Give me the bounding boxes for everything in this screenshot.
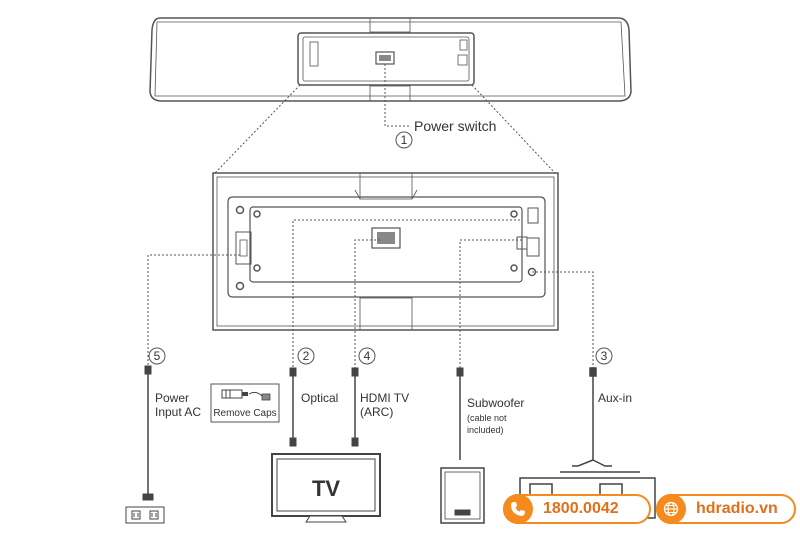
step-1-number: 1 [401,133,408,147]
aux-cable [572,367,612,467]
phone-number: 1800.0042 [543,500,619,517]
globe-icon [656,494,686,524]
step-4-number: 4 [364,349,371,363]
step-4-circle [358,347,376,365]
tv-text: TV [312,476,340,501]
tv-illustration [271,453,381,523]
step-5-circle [148,347,166,365]
optical-cable [289,367,297,447]
subwoofer-label: Subwoofer [467,396,524,410]
power-switch-label: Power switch [414,118,496,134]
soundbar-panel-zoomed [212,172,559,331]
step-3-circle [595,347,613,365]
soundbar-top [149,17,632,102]
phone-badge[interactable]: 1800.0042 [503,494,651,524]
step-2-circle [297,347,315,365]
subwoofer-note-line1: (cable not [467,413,507,423]
optical-label: Optical [301,391,338,405]
subwoofer-note-line2: included) [467,425,504,435]
aux-in-label: Aux-in [598,391,632,405]
subwoofer-cable [456,367,464,460]
step-1-circle [395,131,413,149]
phone-icon [503,494,533,524]
hdmi-cable [351,367,359,447]
hdmi-label-line2: (ARC) [360,405,393,419]
website-url: hdradio.vn [696,500,778,517]
remove-caps-label: Remove Caps [213,408,276,419]
step-2-number: 2 [303,349,310,363]
power-input-label-line1: Power [155,391,189,405]
power-outlet [125,506,165,524]
cable-routes [147,219,594,372]
power-cable [142,365,154,501]
step-3-number: 3 [601,349,608,363]
power-switch-callout [384,64,410,127]
step-5-number: 5 [154,349,161,363]
zoom-lines [214,84,556,174]
power-input-label-line2: Input AC [155,405,201,419]
remove-caps-box [210,383,280,423]
website-badge[interactable]: hdradio.vn [656,494,796,524]
hdmi-label-line1: HDMI TV [360,391,409,405]
subwoofer-illustration [440,467,485,524]
